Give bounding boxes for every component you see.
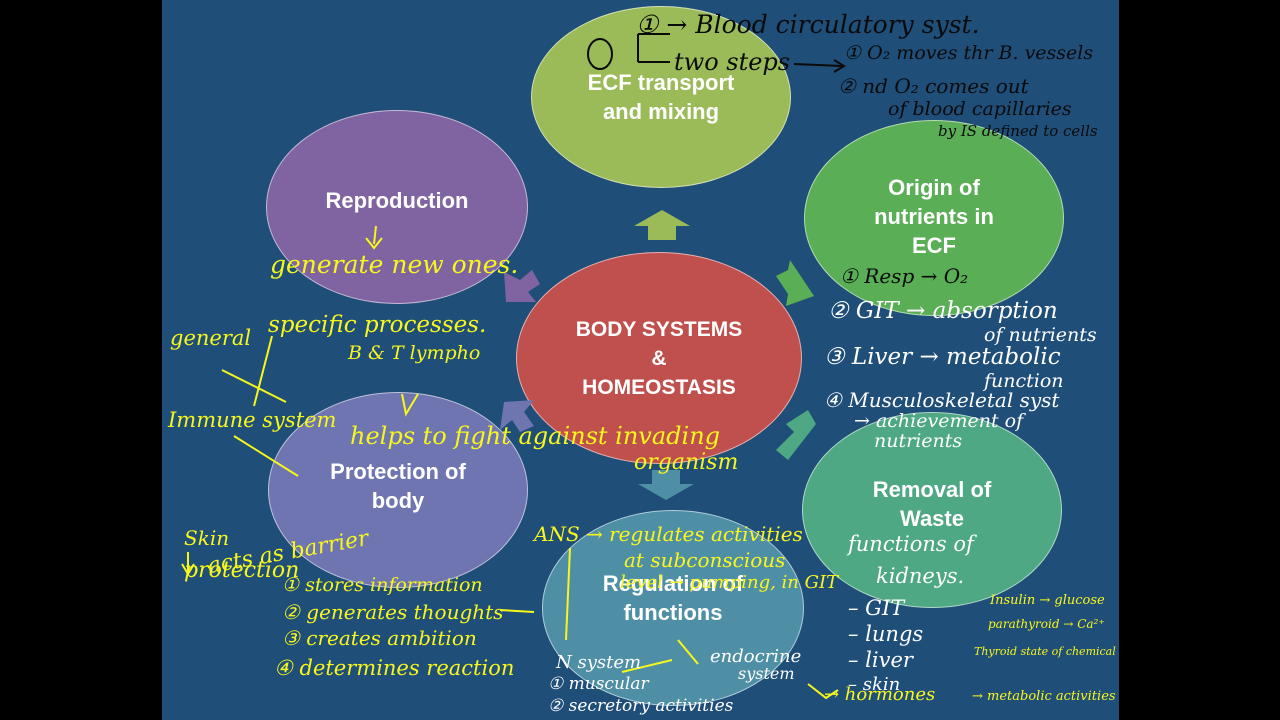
slide-canvas: ECF transport and mixing Reproduction Or… [162,0,1119,720]
up-arrow [634,210,690,240]
note-nutrients: nutrients [874,430,963,452]
note-git: – GIT [848,596,905,620]
note-level-pumping: level → pumping, in GIT [620,572,839,593]
nutrients-label: Origin of nutrients in ECF [874,174,994,258]
note-creates-ambition: ③ creates ambition [282,626,477,650]
note-achievement: → achievement of [854,410,1024,432]
note-skin: – skin [848,674,901,695]
reproduction-label: Reproduction [325,187,469,213]
note-generate-new-ones: generate new ones. [270,250,519,279]
reproduction-bubble: Reproduction [266,110,528,304]
note-liver-metabolic: ③ Liver → metabolic [824,344,1061,370]
note-determines-reaction: ④ determines reaction [274,656,515,680]
note-generates-thoughts: ② generates thoughts [282,600,504,624]
note-n-system: N system [556,652,642,673]
ink-strokes [181,33,846,700]
note-function: function [984,370,1064,392]
note-musculoskeletal: ④ Musculoskeletal syst [824,388,1060,412]
note-skin-left: Skin [184,526,230,550]
note-organism: organism [634,450,739,475]
note-defined-to-cells: by IS defined to cells [938,122,1098,140]
upper-left-arrow [504,270,540,302]
note-helps-to-fight: helps to fight against invading [350,422,721,450]
note-blood-capillaries: of blood capillaries [888,98,1072,120]
body-systems-center-bubble: BODY SYSTEMS & HOMEOSTASIS [516,252,802,464]
protection-bubble: Protection of body [268,392,528,588]
note-kidneys: kidneys. [876,564,965,588]
note-resp-o2: ① Resp → O₂ [840,264,969,288]
note-protection: protection [184,558,300,583]
note-muscular: ① muscular [548,674,649,694]
note-b-t-lympho: B & T lympho [348,342,481,364]
protection-label: Protection of body [330,459,466,513]
note-at-subconscious: at subconscious [624,548,786,572]
lower-left-arrow [500,400,534,432]
regulation-bubble: Regulation of functions [542,510,804,706]
waste-bubble: Removal of Waste [802,412,1062,608]
lower-right-arrow [776,410,816,460]
note-metabolic-activities: → metabolic activities [972,689,1116,704]
note-secretory-activities: ② secretory activities [548,696,734,716]
note-thyroid: Thyroid state of chemical [974,645,1116,658]
note-lungs: – lungs [848,622,924,646]
down-arrow [638,470,694,500]
upper-right-arrow [776,260,814,306]
note-hormones: → hormones [824,684,936,705]
waste-label: Removal of Waste [872,477,992,531]
note-immune-system: Immune system [168,408,337,432]
note-blood-circulatory: ① → Blood circulatory syst. [636,10,980,39]
regulation-label: Regulation of functions [602,571,744,625]
note-o2-moves: ① O₂ moves thr B. vessels [844,42,1094,64]
ecf-transport-bubble: ECF transport and mixing [531,6,791,188]
note-ans-regulates: ANS → regulates activities [534,522,803,546]
ecf-transport-label: ECF transport and mixing [587,70,735,124]
center-label: BODY SYSTEMS & HOMEOSTASIS [575,317,743,399]
note-insulin-glucose: Insulin → glucose [990,593,1105,608]
note-functions-of: functions of [848,532,974,556]
nutrients-bubble: Origin of nutrients in ECF [804,120,1064,316]
note-stores-information: ① stores information [282,574,483,596]
note-liver: – liver [848,648,913,672]
note-general: general [170,326,252,350]
note-specific-processes: specific processes. [268,312,487,338]
note-two-steps: two steps [674,48,791,76]
note-of-nutrients: of nutrients [984,324,1097,346]
note-parathyroid: parathyroid → Ca²⁺ [988,617,1105,631]
note-endocrine: endocrine [710,646,802,667]
note-system: system [738,664,795,683]
note-o2-comes-out: ② nd O₂ comes out [838,74,1029,98]
note-git-absorption: ② GIT → absorption [828,298,1058,324]
